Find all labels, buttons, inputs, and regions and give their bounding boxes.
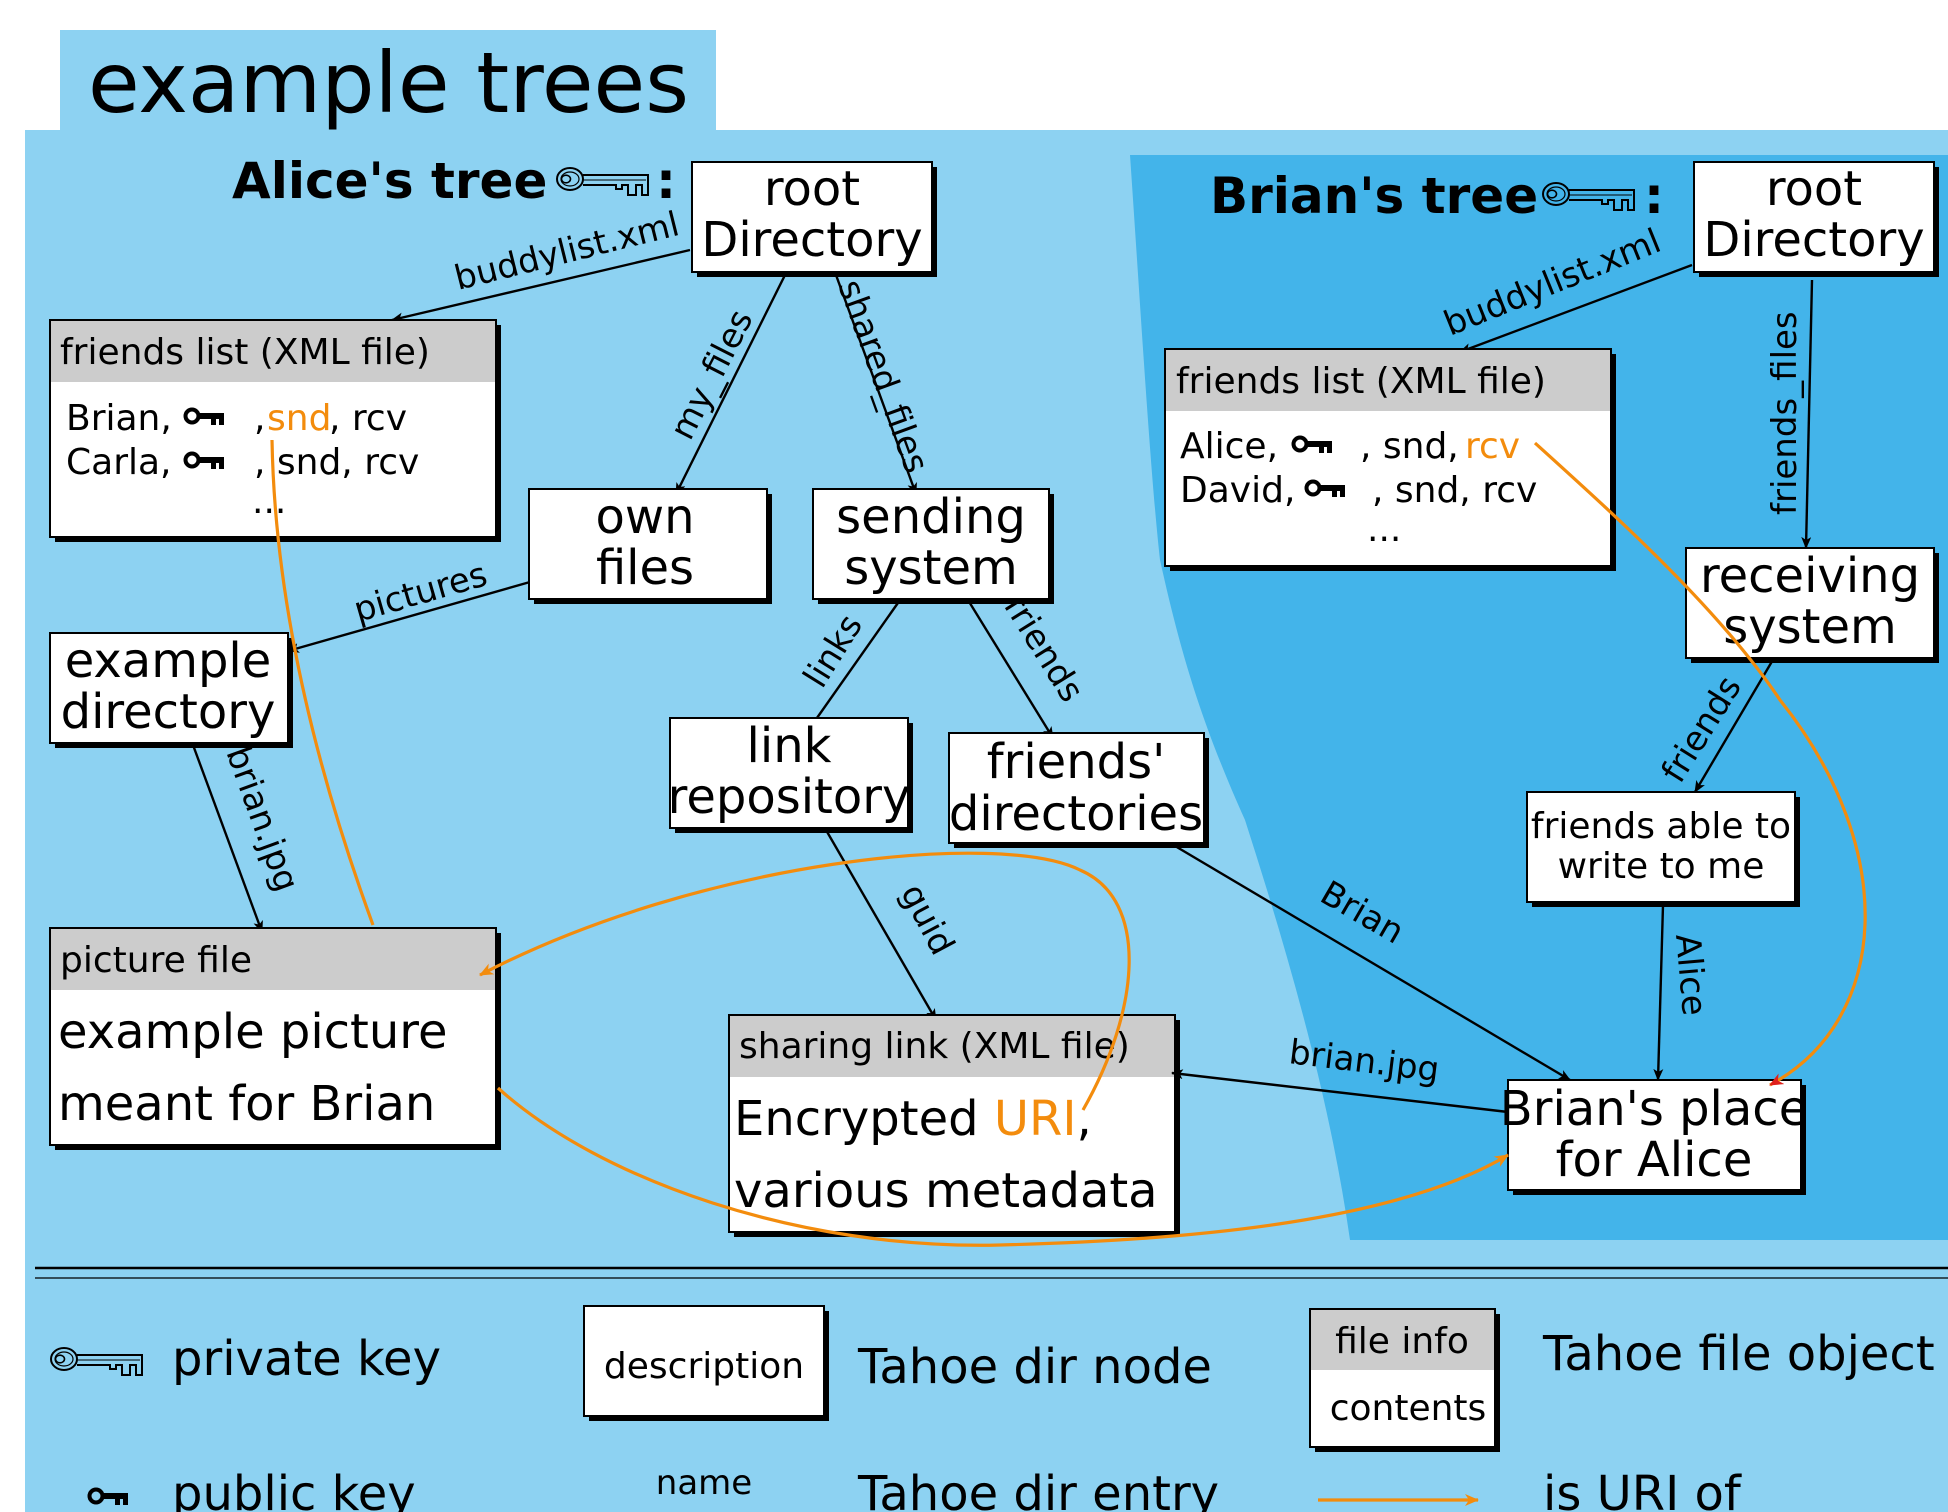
node-label: link [747, 718, 832, 774]
edge-buddylist-brian [1459, 263, 1693, 354]
node-label: system [1723, 599, 1897, 655]
list-ellipsis: ... [1367, 509, 1401, 550]
picture-file: picture file example picture meant for B… [49, 927, 501, 1150]
legend-private-key: private key [172, 1331, 441, 1387]
brian-tree-colon: : [1644, 167, 1664, 225]
node-label: repository [668, 769, 911, 825]
edge-pictures [287, 580, 531, 653]
edge-shared-files [834, 274, 918, 495]
own-files-node: own files [528, 488, 772, 604]
page-title: example trees [88, 34, 689, 132]
node-label: files [596, 540, 694, 596]
node-label: receiving [1700, 548, 1920, 604]
node-label: root [764, 161, 860, 217]
friends-directories-node: friends' directories [948, 732, 1209, 848]
brians-place-for-alice-node: Brian's place for Alice [1500, 1079, 1808, 1195]
sending-system-node: sending system [812, 488, 1054, 604]
friend-rights: , snd, rcv [254, 442, 419, 483]
list-ellipsis: ... [252, 481, 286, 522]
link-repository-node: link repository [668, 717, 913, 833]
edge-buddylist [391, 248, 691, 323]
edge-brian-jpg-brian [1171, 1069, 1509, 1114]
node-label: example [65, 633, 272, 689]
file-header: friends list (XML file) [60, 332, 430, 373]
snd-uri: snd [267, 398, 331, 439]
label-alice: Alice [1667, 932, 1714, 1017]
node-label: for Alice [1556, 1132, 1753, 1188]
legend-dir-entry: Tahoe dir entry [857, 1466, 1219, 1512]
legend-description: description [604, 1346, 804, 1387]
uri-arrow-rcv-to-place [1533, 441, 1867, 1087]
edge-brian [1169, 841, 1571, 1082]
file-content-line: Encrypted URI, [734, 1091, 1092, 1147]
uri-arrow-uri-to-picture [479, 851, 1131, 1111]
file-header: sharing link (XML file) [739, 1026, 1130, 1067]
file-content-line: meant for Brian [58, 1076, 435, 1132]
edge-friends-brian [1693, 657, 1776, 793]
legend-public-key: public key [172, 1466, 416, 1512]
node-label: directories [949, 786, 1203, 842]
node-label: Brian's place [1500, 1081, 1808, 1137]
legend-dir-node-sample: description [583, 1305, 829, 1421]
legend-file-object: Tahoe file object [1542, 1326, 1935, 1382]
friend-rights: , rcv [329, 398, 407, 439]
uri-arrow-snd-to-picture [270, 439, 375, 926]
brian-root-directory-node: root Directory [1693, 161, 1939, 277]
node-label: Directory [701, 212, 922, 268]
label-friends-files: friends_files [1765, 311, 1805, 515]
legend-dir-node: Tahoe dir node [857, 1339, 1212, 1395]
edge-my-files [674, 274, 787, 495]
alice-tree-heading: Alice's tree [232, 152, 547, 210]
node-label: root [1766, 161, 1862, 217]
node-label: friends able to [1531, 806, 1791, 847]
sharing-link-file: sharing link (XML file) Encrypted URI, v… [728, 1014, 1180, 1237]
rcv-uri: rcv [1465, 426, 1520, 467]
file-header: picture file [60, 940, 252, 981]
file-content-line: various metadata [734, 1163, 1158, 1219]
uri-arrow-picture-to-place [496, 1086, 1509, 1247]
uri-text: URI [994, 1091, 1077, 1147]
edge-friends [966, 599, 1055, 739]
node-label: directory [61, 684, 276, 740]
friend-name: Brian, [66, 398, 172, 439]
file-content-line: example picture [58, 1004, 448, 1060]
edge-friends-files [1801, 279, 1814, 549]
alice-tree-colon: : [656, 152, 676, 210]
friend-name: David, [1180, 470, 1295, 511]
brian-tree-heading: Brian's tree [1210, 167, 1538, 225]
legend-file-object-sample: file info contents [1309, 1308, 1500, 1452]
example-directory-node: example directory [49, 632, 293, 748]
friend-rights: , snd, rcv [1372, 470, 1537, 511]
receiving-system-node: receiving system [1685, 547, 1939, 663]
legend-name: name [656, 1463, 752, 1503]
friend-separator: , [254, 398, 265, 439]
legend-contents: contents [1330, 1388, 1487, 1429]
node-label: friends' [987, 734, 1166, 790]
friend-name: Carla, [66, 442, 172, 483]
alice-root-directory-node: root Directory [691, 161, 937, 277]
node-label: own [595, 489, 694, 545]
edge-brian-jpg [191, 744, 264, 933]
alice-friends-list-file: friends list (XML file) Brian, , snd , r… [49, 319, 501, 542]
legend-file-info: file info [1335, 1321, 1469, 1362]
node-label: sending [836, 489, 1026, 545]
friends-able-to-write-node: friends able to write to me [1526, 791, 1800, 907]
friend-rights: , snd, [1360, 426, 1459, 467]
node-label: Directory [1703, 212, 1924, 268]
edge-alice [1653, 904, 1665, 1081]
file-header: friends list (XML file) [1176, 361, 1546, 402]
legend-uri-of: is URI of [1543, 1466, 1742, 1512]
brian-friends-list-file: friends list (XML file) Alice, , snd, rc… [1164, 348, 1616, 571]
node-label: system [844, 540, 1018, 596]
node-label: write to me [1558, 846, 1765, 887]
friend-name: Alice, [1180, 426, 1278, 467]
title-tab [60, 30, 716, 132]
